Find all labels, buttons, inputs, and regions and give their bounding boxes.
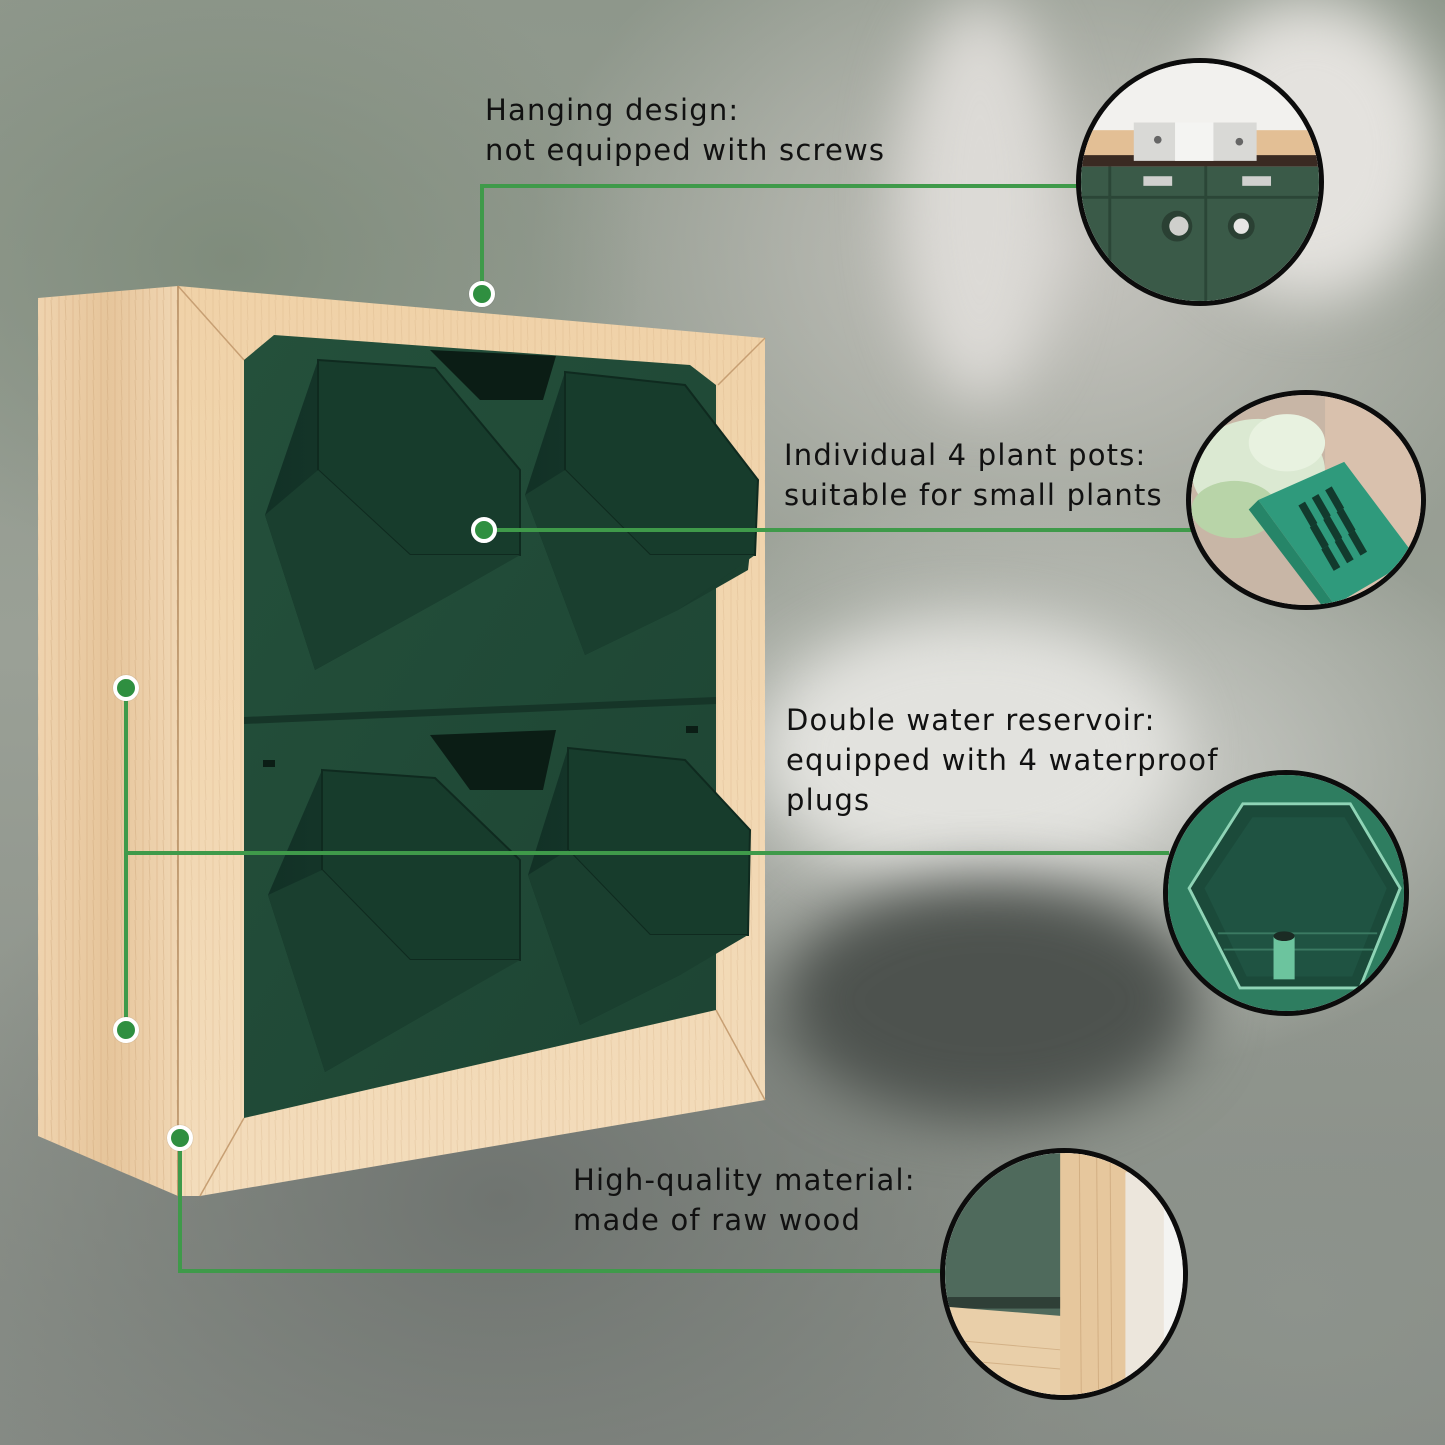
connector-line-reservoir bbox=[124, 688, 128, 1030]
detail-reservoir-plug bbox=[1163, 770, 1409, 1016]
callout-reservoir: Double water reservoir: equipped with 4 … bbox=[786, 700, 1219, 820]
callout-hanging: Hanging design: not equipped with screws bbox=[485, 90, 885, 170]
callout-subtitle: suitable for small plants bbox=[784, 478, 1163, 512]
callout-title: Hanging design: bbox=[485, 93, 740, 127]
background-blur bbox=[760, 620, 1180, 880]
background-blur bbox=[900, 0, 1060, 400]
connector-line-hanging bbox=[480, 184, 484, 294]
reservoir-plug-icon bbox=[1168, 775, 1404, 1011]
marker-dot-material bbox=[167, 1125, 193, 1151]
connector-line-pots bbox=[484, 528, 1192, 532]
callout-material: High-quality material: made of raw wood bbox=[573, 1160, 916, 1240]
marker-dot-reservoir-top bbox=[113, 675, 139, 701]
callout-subtitle: equipped with 4 waterproof bbox=[786, 743, 1219, 777]
connector-line-reservoir bbox=[124, 851, 1169, 855]
detail-hanging-bracket bbox=[1076, 58, 1324, 306]
marker-dot-hanging bbox=[469, 281, 495, 307]
connector-line-material bbox=[178, 1138, 182, 1273]
background-blur bbox=[780, 880, 1200, 1120]
connector-line-material bbox=[178, 1269, 944, 1273]
connector-line-hanging bbox=[480, 184, 1080, 188]
callout-title: Double water reservoir: bbox=[786, 703, 1156, 737]
plant-pot-icon bbox=[1191, 395, 1421, 605]
detail-plant-pot bbox=[1186, 390, 1426, 610]
callout-pots: Individual 4 plant pots: suitable for sm… bbox=[784, 435, 1163, 515]
marker-dot-reservoir-bottom bbox=[113, 1017, 139, 1043]
callout-subtitle: not equipped with screws bbox=[485, 133, 886, 167]
marker-dot-pots bbox=[471, 517, 497, 543]
hanging-bracket-icon bbox=[1081, 63, 1319, 301]
callout-subtitle: plugs bbox=[786, 783, 871, 817]
callout-subtitle: made of raw wood bbox=[573, 1203, 862, 1237]
callout-title: High-quality material: bbox=[573, 1163, 916, 1197]
detail-wood-corner bbox=[940, 1148, 1188, 1400]
wood-corner-icon bbox=[945, 1153, 1183, 1395]
callout-title: Individual 4 plant pots: bbox=[784, 438, 1147, 472]
